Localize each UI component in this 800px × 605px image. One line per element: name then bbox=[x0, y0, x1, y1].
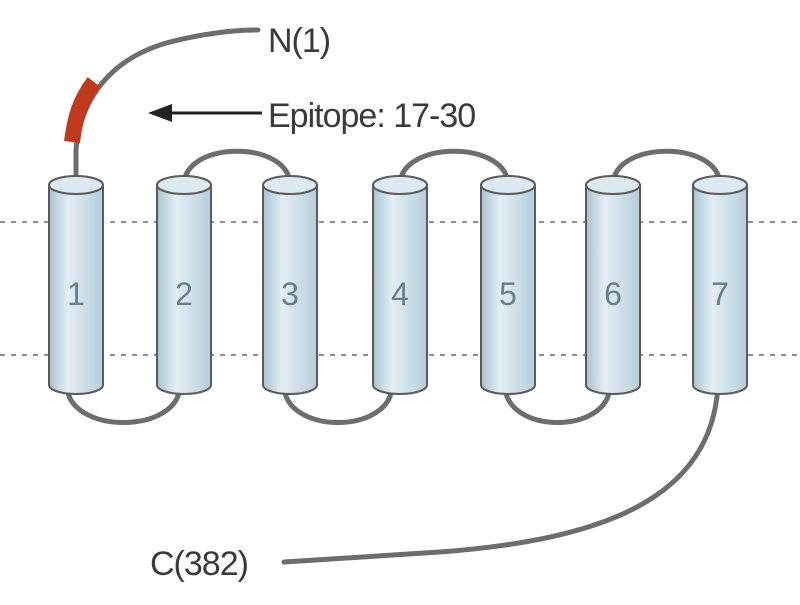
helix-3: 3 bbox=[262, 175, 318, 395]
epitope-label: Epitope: 17-30 bbox=[268, 97, 475, 135]
helix-body bbox=[262, 184, 318, 395]
helix-5: 5 bbox=[480, 175, 536, 395]
helix-number-label: 4 bbox=[391, 276, 409, 312]
helix-number-label: 5 bbox=[499, 276, 517, 312]
helix-number-label: 1 bbox=[67, 276, 85, 312]
helix-6: 6 bbox=[585, 175, 641, 395]
helix-number-label: 7 bbox=[711, 276, 729, 312]
transmembrane-helices: 1 2 3 4 5 6 7 bbox=[48, 175, 748, 395]
intracellular-loop-1 bbox=[64, 382, 183, 425]
intracellular-loop-2 bbox=[281, 382, 395, 425]
helix-body bbox=[692, 184, 748, 395]
helix-top-cap bbox=[156, 175, 212, 195]
helix-top-cap bbox=[372, 175, 428, 195]
helix-number-label: 6 bbox=[604, 276, 622, 312]
helix-top-cap bbox=[480, 175, 536, 195]
epitope-arrow-head bbox=[148, 104, 172, 122]
helix-number-label: 2 bbox=[175, 276, 193, 312]
extracellular-loop-1 bbox=[181, 148, 293, 188]
helix-top-cap bbox=[48, 175, 104, 195]
helix-body bbox=[48, 184, 104, 395]
intracellular-loop-3 bbox=[502, 382, 613, 425]
helix-body bbox=[156, 184, 212, 395]
helix-top-cap bbox=[585, 175, 641, 195]
helix-2: 2 bbox=[156, 175, 212, 395]
epitope-highlight bbox=[64, 77, 101, 144]
c-terminal-tail bbox=[281, 382, 721, 565]
n-terminus-label: N(1) bbox=[268, 22, 330, 60]
extracellular-loop-3 bbox=[610, 148, 723, 188]
helix-number-label: 3 bbox=[281, 276, 299, 312]
helix-1: 1 bbox=[48, 175, 104, 395]
helix-7: 7 bbox=[692, 175, 748, 395]
c-terminus-label: C(382) bbox=[150, 545, 248, 583]
helix-body bbox=[585, 184, 641, 395]
extracellular-loop-2 bbox=[397, 148, 511, 188]
helix-body bbox=[480, 184, 536, 395]
helix-body bbox=[372, 184, 428, 395]
helix-top-cap bbox=[262, 175, 318, 195]
helix-top-cap bbox=[692, 175, 748, 195]
helix-4: 4 bbox=[372, 175, 428, 395]
